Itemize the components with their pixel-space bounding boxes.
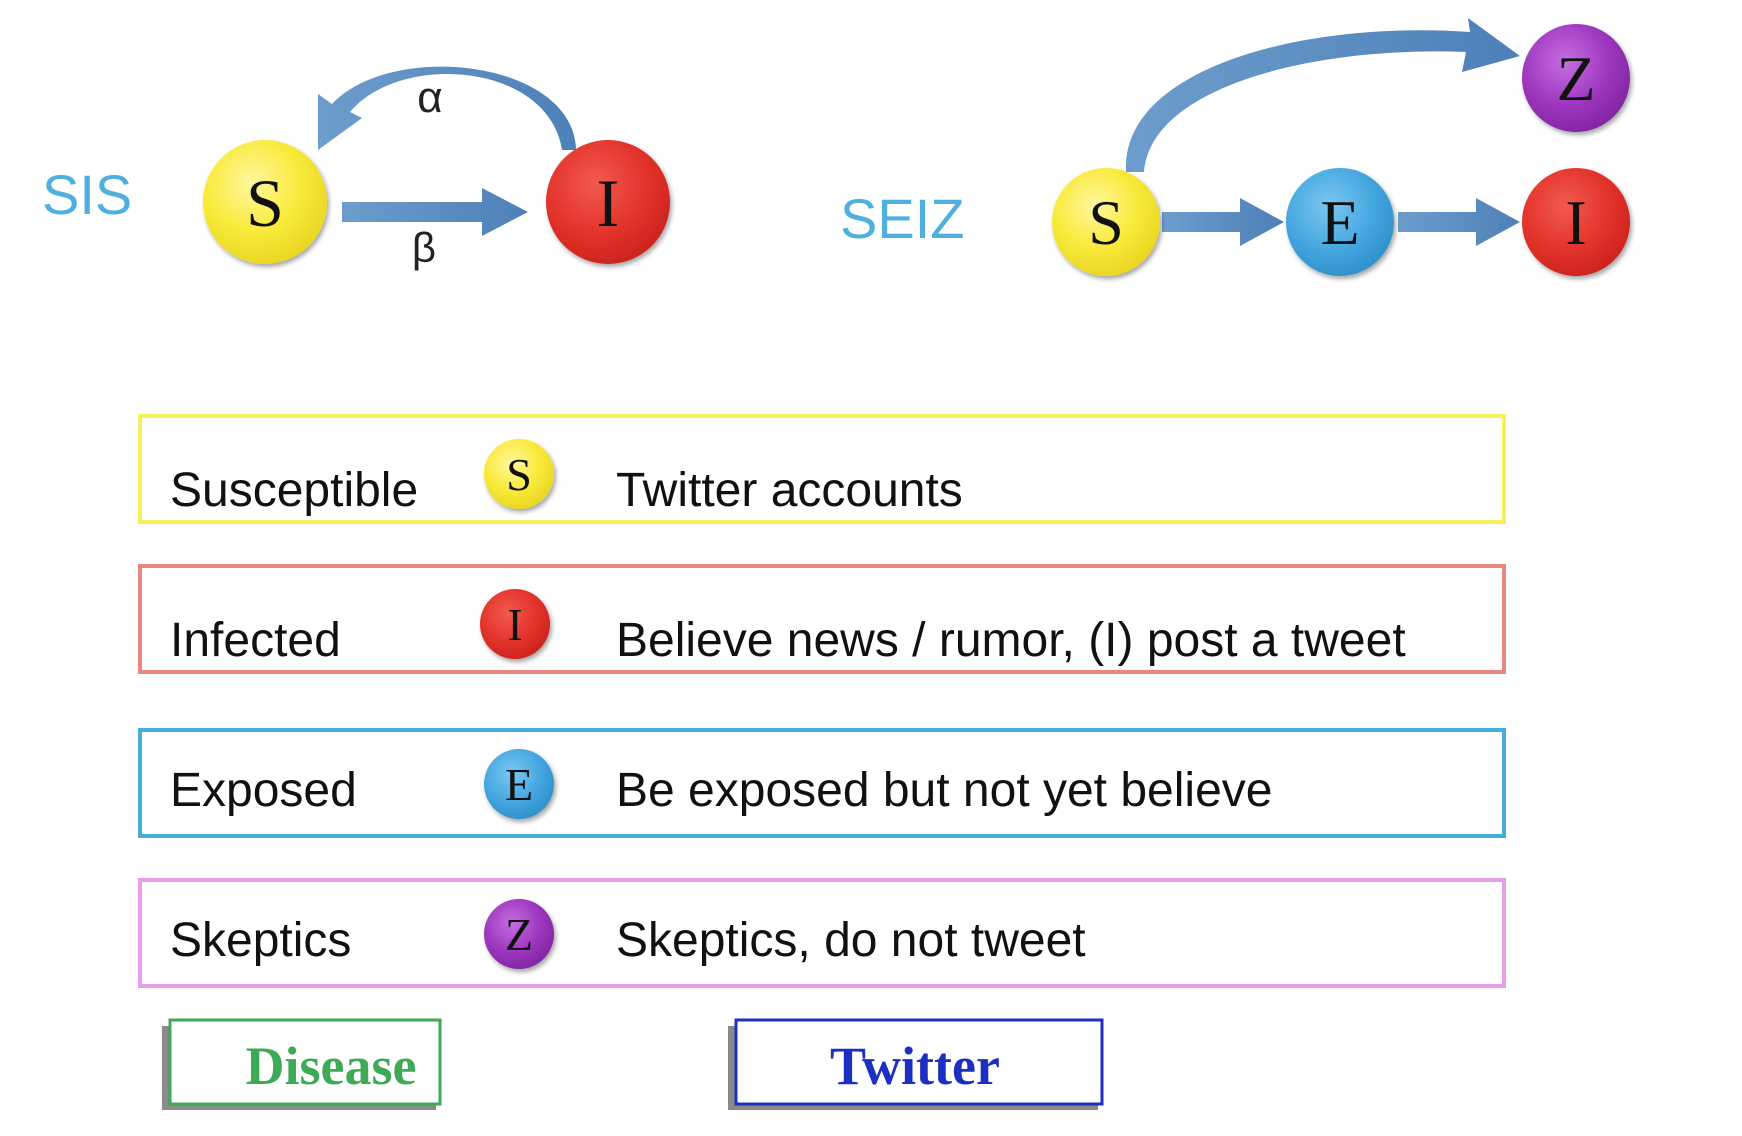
row-exposed-symbol-letter: E (505, 759, 533, 810)
sis-beta-label: β (412, 224, 436, 271)
seiz-model: SEIZ S E I Z (840, 18, 1630, 276)
row-exposed-symbol (484, 749, 554, 819)
row-susceptible-symbol (484, 439, 554, 509)
row-susceptible-symbol-letter: S (506, 449, 532, 500)
row-infected-symbol-letter: I (507, 599, 522, 650)
row-susceptible-term: Susceptible (170, 464, 418, 517)
seiz-node-s-letter: S (1088, 187, 1124, 258)
sis-label: SIS (42, 163, 132, 226)
sis-node-i (546, 140, 670, 264)
seiz-node-e (1286, 168, 1394, 276)
row-infected-term: Infected (170, 614, 341, 667)
sis-alpha-arrow (318, 66, 576, 150)
seiz-s-to-z-arrow (1125, 18, 1520, 172)
seiz-node-e-letter: E (1320, 187, 1359, 258)
row-skeptics: Skeptics Z Skeptics, do not tweet (138, 878, 1506, 988)
row-susceptible: Susceptible S Twitter accounts (138, 414, 1506, 524)
sis-alpha-label: α (417, 73, 442, 122)
seiz-e-to-i-arrow (1398, 198, 1520, 246)
seiz-node-s (1052, 168, 1160, 276)
row-skeptics-symbol-letter: Z (505, 909, 533, 960)
seiz-node-i (1522, 168, 1630, 276)
row-infected: Infected I Believe news / rumor, (I) pos… (138, 564, 1506, 674)
seiz-node-z (1522, 24, 1630, 132)
row-exposed-term: Exposed (170, 764, 357, 817)
seiz-s-to-e-arrow (1162, 198, 1284, 246)
legend-twitter: Twitter (728, 1018, 1104, 1110)
row-susceptible-description: Twitter accounts (616, 464, 963, 517)
row-infected-description: Believe news / rumor, (I) post a tweet (616, 614, 1406, 667)
row-skeptics-symbol (484, 899, 554, 969)
row-infected-symbol (480, 589, 550, 659)
seiz-node-z-letter: Z (1556, 43, 1595, 114)
row-skeptics-description: Skeptics, do not tweet (616, 914, 1086, 967)
legend-twitter-label: Twitter (830, 1036, 1000, 1096)
sis-node-i-letter: I (597, 165, 620, 241)
sis-node-s (203, 140, 327, 264)
legend-disease: Disease (162, 1018, 442, 1110)
sis-node-s-letter: S (246, 165, 284, 241)
legend-disease-label: Disease (246, 1036, 417, 1096)
seiz-label: SEIZ (840, 187, 964, 250)
row-exposed: Exposed E Be exposed but not yet believe (138, 728, 1506, 838)
sis-beta-arrow (342, 188, 528, 236)
row-skeptics-term: Skeptics (170, 914, 351, 967)
row-exposed-description: Be exposed but not yet believe (616, 764, 1272, 817)
sis-model: SIS α β S I (42, 66, 670, 271)
seiz-node-i-letter: I (1565, 187, 1586, 258)
